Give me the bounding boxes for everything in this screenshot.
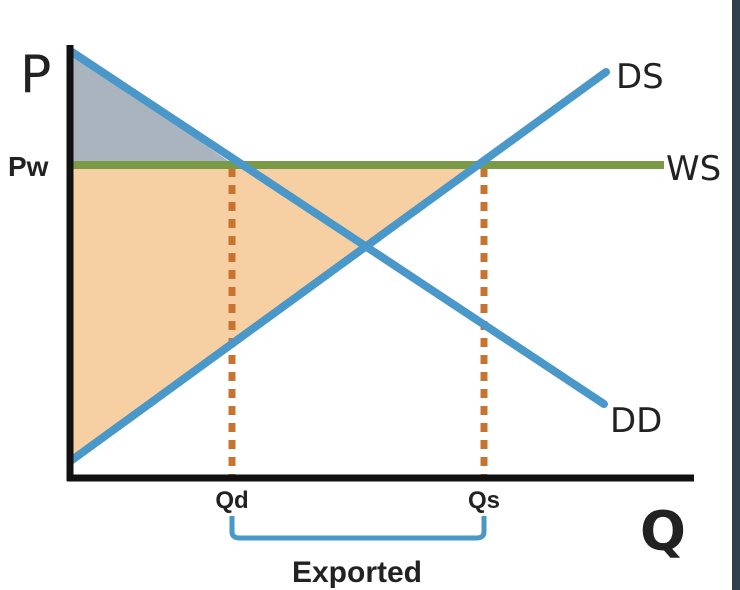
price-axis-label: P: [20, 45, 51, 105]
domestic-supply-label: DS: [616, 57, 664, 97]
domestic-demand-curve: [68, 48, 608, 408]
domestic-supply-curve: [68, 68, 610, 464]
world-price-label: Pw: [8, 151, 49, 182]
qs-label: Qs: [468, 487, 500, 514]
exported-bracket: [229, 516, 487, 541]
quantity-axis-label: Q: [640, 500, 686, 563]
frame-edge: [732, 0, 740, 590]
world-supply-label: WS: [666, 149, 721, 189]
exported-label: Exported: [292, 556, 422, 589]
qd-label: Qd: [215, 487, 248, 514]
domestic-demand-label: DD: [610, 401, 662, 441]
